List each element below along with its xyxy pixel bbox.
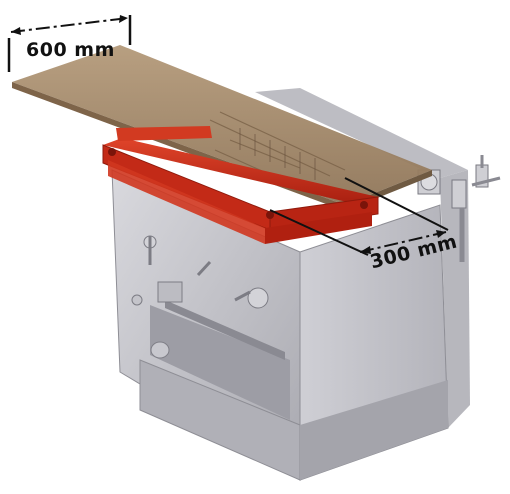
clamp-assembly bbox=[417, 155, 501, 262]
dimension-300mm bbox=[269, 177, 449, 256]
dimension-600mm bbox=[7, 15, 132, 72]
red-frame bbox=[102, 126, 379, 244]
width-dimension-label: 600 mm bbox=[26, 39, 115, 61]
machine-body bbox=[111, 88, 501, 481]
